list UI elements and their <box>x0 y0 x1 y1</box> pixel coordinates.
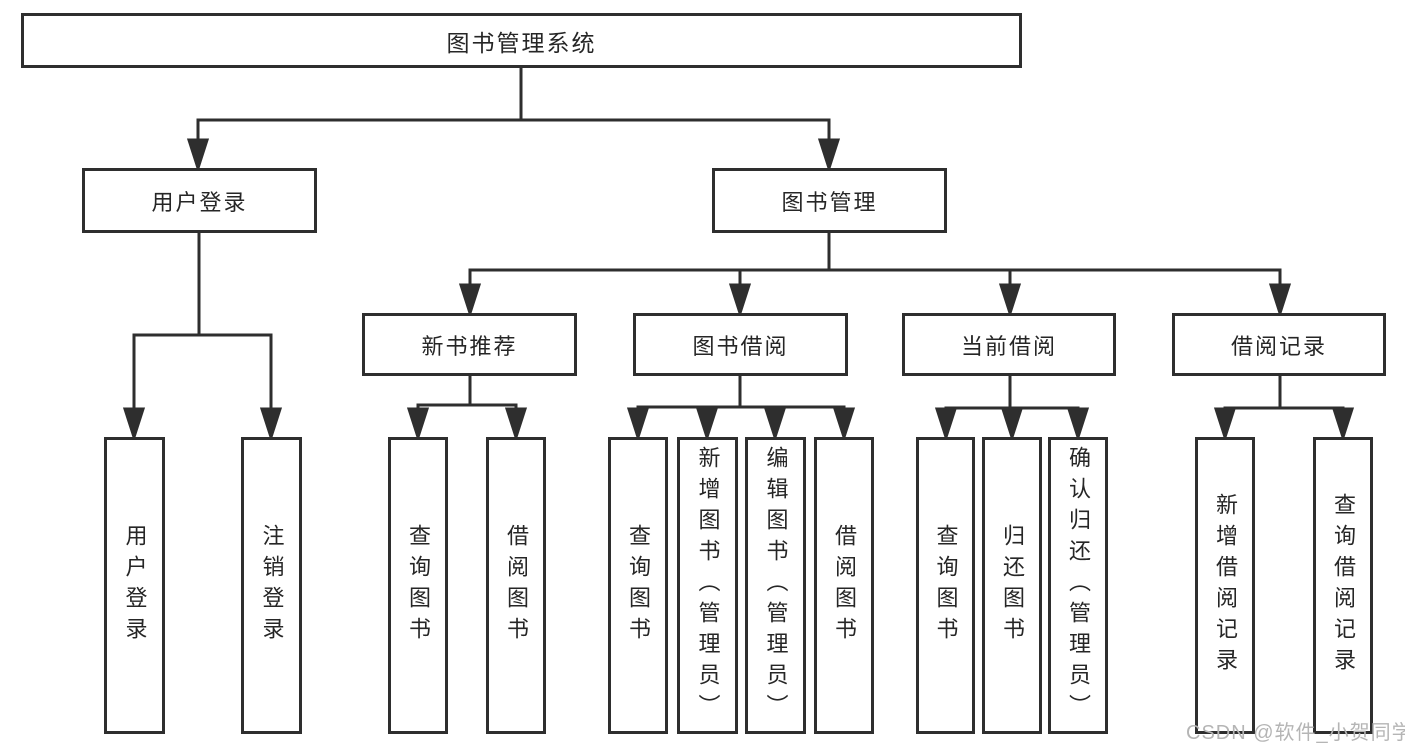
node-book-management: 图书管理 <box>712 168 947 233</box>
leaf-borrow-books-recommend: 借阅图书 <box>486 437 546 734</box>
node-current-borrowing-label: 当前借阅 <box>960 333 1057 359</box>
leaf-add-books-admin: 新增图书（管理员） <box>677 437 738 734</box>
node-new-book-recommend-label: 新书推荐 <box>421 333 518 359</box>
leaf-query-books-borrowing: 查询图书 <box>608 437 668 734</box>
leaf-query-books-recommend: 查询图书 <box>388 437 448 734</box>
leaf-edit-books-admin-label: 编辑图书（管理员） <box>763 446 789 725</box>
node-library-system-label: 图书管理系统 <box>446 29 597 56</box>
leaf-query-borrow-record: 查询借阅记录 <box>1313 437 1373 734</box>
leaf-return-books: 归还图书 <box>982 437 1042 734</box>
leaf-user-login-label: 用户登录 <box>122 523 148 648</box>
leaf-add-borrow-record: 新增借阅记录 <box>1195 437 1255 734</box>
leaf-query-books-current: 查询图书 <box>916 437 975 734</box>
leaf-logout-login-label: 注销登录 <box>259 523 285 648</box>
leaf-return-books-label: 归还图书 <box>1000 523 1025 648</box>
leaf-query-borrow-record-label: 查询借阅记录 <box>1331 492 1356 679</box>
leaf-user-login: 用户登录 <box>104 437 165 734</box>
node-library-system: 图书管理系统 <box>21 13 1022 68</box>
node-new-book-recommend: 新书推荐 <box>362 313 577 376</box>
leaf-add-books-admin-label: 新增图书（管理员） <box>695 446 721 725</box>
node-book-borrowing-label: 图书借阅 <box>692 333 789 359</box>
leaf-query-books-recommend-label: 查询图书 <box>406 523 431 648</box>
leaf-query-books-borrowing-label: 查询图书 <box>626 523 651 648</box>
node-user-login-label: 用户登录 <box>151 189 248 215</box>
leaf-borrow-books-borrowing: 借阅图书 <box>814 437 874 734</box>
csdn-watermark: CSDN @软件_小贺同学 <box>1186 722 1405 744</box>
leaf-add-borrow-record-label: 新增借阅记录 <box>1213 492 1238 679</box>
leaf-query-books-current-label: 查询图书 <box>933 523 959 648</box>
leaf-borrow-books-borrowing-label: 借阅图书 <box>832 523 857 648</box>
leaf-confirm-return-admin-label: 确认归还（管理员） <box>1066 446 1091 725</box>
node-borrowing-records: 借阅记录 <box>1172 313 1386 376</box>
node-book-borrowing: 图书借阅 <box>633 313 848 376</box>
leaf-confirm-return-admin: 确认归还（管理员） <box>1048 437 1108 734</box>
leaf-edit-books-admin: 编辑图书（管理员） <box>745 437 806 734</box>
leaf-borrow-books-recommend-label: 借阅图书 <box>504 523 529 648</box>
node-user-login: 用户登录 <box>82 168 317 233</box>
node-borrowing-records-label: 借阅记录 <box>1230 333 1327 359</box>
node-current-borrowing: 当前借阅 <box>902 313 1116 376</box>
leaf-logout-login: 注销登录 <box>241 437 302 734</box>
node-book-management-label: 图书管理 <box>781 189 878 215</box>
